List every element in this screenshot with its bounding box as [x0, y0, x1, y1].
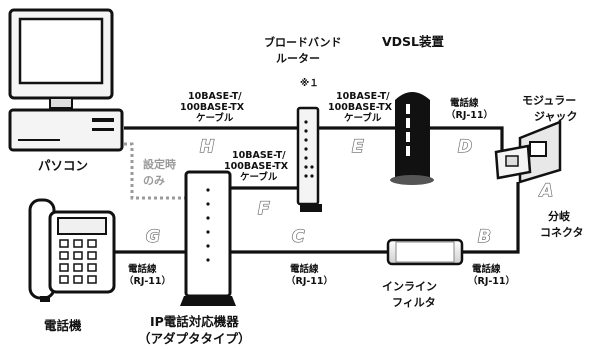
cable-label-tel-c-l2: （RJ-11）: [286, 275, 333, 287]
jack-label-2: ジャック: [534, 110, 577, 123]
settings-only-label-1: 設定時: [143, 157, 176, 171]
cable-label-lan2-l1: 10BASE-T/: [232, 150, 286, 161]
inline-filter-label-2: フィルタ: [392, 296, 436, 309]
cable-label-tel-b-l1: 電話線: [472, 263, 501, 275]
cable-label-lan1-l1: 10BASE-T/: [188, 91, 242, 102]
router-note: ※１: [300, 78, 319, 89]
segment-letter-h: H: [200, 137, 214, 157]
pc-label: パソコン: [38, 158, 88, 173]
router-label-1: ブロードバンド: [264, 35, 342, 49]
cable-label-lan3: 10BASE-T/ 100BASE-TX ケーブル: [328, 91, 393, 124]
cable-label-tel-b-l2: （RJ-11）: [468, 275, 515, 287]
cable-label-tel-c: 電話線 （RJ-11）: [286, 263, 333, 287]
cable-label-tel-d: 電話線 （RJ-11）: [446, 97, 493, 121]
cables: [112, 126, 520, 254]
cable-label-lan2-l3: ケーブル: [240, 171, 278, 183]
cable-label-lan3-l2: 100BASE-TX: [328, 102, 393, 113]
inline-filter-icon: [386, 238, 464, 266]
cable-label-lan1-l3: ケーブル: [196, 112, 234, 124]
jack-label-1: モジュラー: [522, 94, 576, 107]
cable-label-tel-g-l2: （RJ-11）: [124, 275, 171, 287]
vdsl-icon: [390, 92, 434, 185]
cable-label-tel-b: 電話線 （RJ-11）: [468, 263, 515, 287]
phone-icon: [28, 198, 116, 302]
cable-settings-only: [124, 142, 186, 200]
segment-letter-e: E: [352, 137, 364, 157]
splitter-label-1: 分岐: [548, 209, 571, 223]
cable-label-lan1: 10BASE-T/ 100BASE-TX ケーブル: [180, 91, 245, 124]
cable-label-lan1-l2: 100BASE-TX: [180, 102, 245, 113]
cable-label-tel-d-l1: 電話線: [450, 97, 479, 109]
vdsl-label: VDSL装置: [382, 34, 445, 49]
inline-filter-label-1: インライン: [382, 280, 437, 293]
pc-icon: [8, 8, 124, 152]
ip-adapter-label-1: IP電話対応機器: [150, 314, 239, 329]
ip-adapter-icon: [180, 170, 236, 306]
cable-label-lan3-l1: 10BASE-T/: [336, 91, 390, 102]
cable-label-tel-c-l1: 電話線: [290, 263, 319, 275]
cable-label-lan3-l3: ケーブル: [344, 112, 382, 124]
cable-label-tel-g-l1: 電話線: [128, 263, 157, 275]
segment-letter-g: G: [146, 227, 160, 247]
router-icon: [296, 106, 322, 212]
cable-label-lan2: 10BASE-T/ 100BASE-TX ケーブル: [224, 150, 289, 183]
cable-label-tel-g: 電話線 （RJ-11）: [124, 263, 171, 287]
segment-letter-a: A: [538, 181, 553, 201]
cable-b: [462, 182, 520, 254]
ip-adapter-label-2: （アダプタタイプ）: [138, 331, 251, 346]
segment-letter-c: C: [292, 227, 305, 247]
splitter-label-2: コネクタ: [540, 226, 584, 239]
segment-letter-d: D: [458, 137, 472, 157]
phone-label: 電話機: [44, 318, 82, 333]
segment-letter-b: B: [478, 227, 491, 247]
cable-label-lan2-l2: 100BASE-TX: [224, 161, 289, 172]
settings-only-label-2: のみ: [143, 174, 165, 187]
modular-jack-icon: [494, 120, 562, 184]
segment-letter-f: F: [258, 199, 270, 219]
cable-d: [430, 126, 504, 152]
cable-label-tel-d-l2: （RJ-11）: [446, 109, 493, 121]
router-label-2: ルーター: [276, 52, 320, 65]
